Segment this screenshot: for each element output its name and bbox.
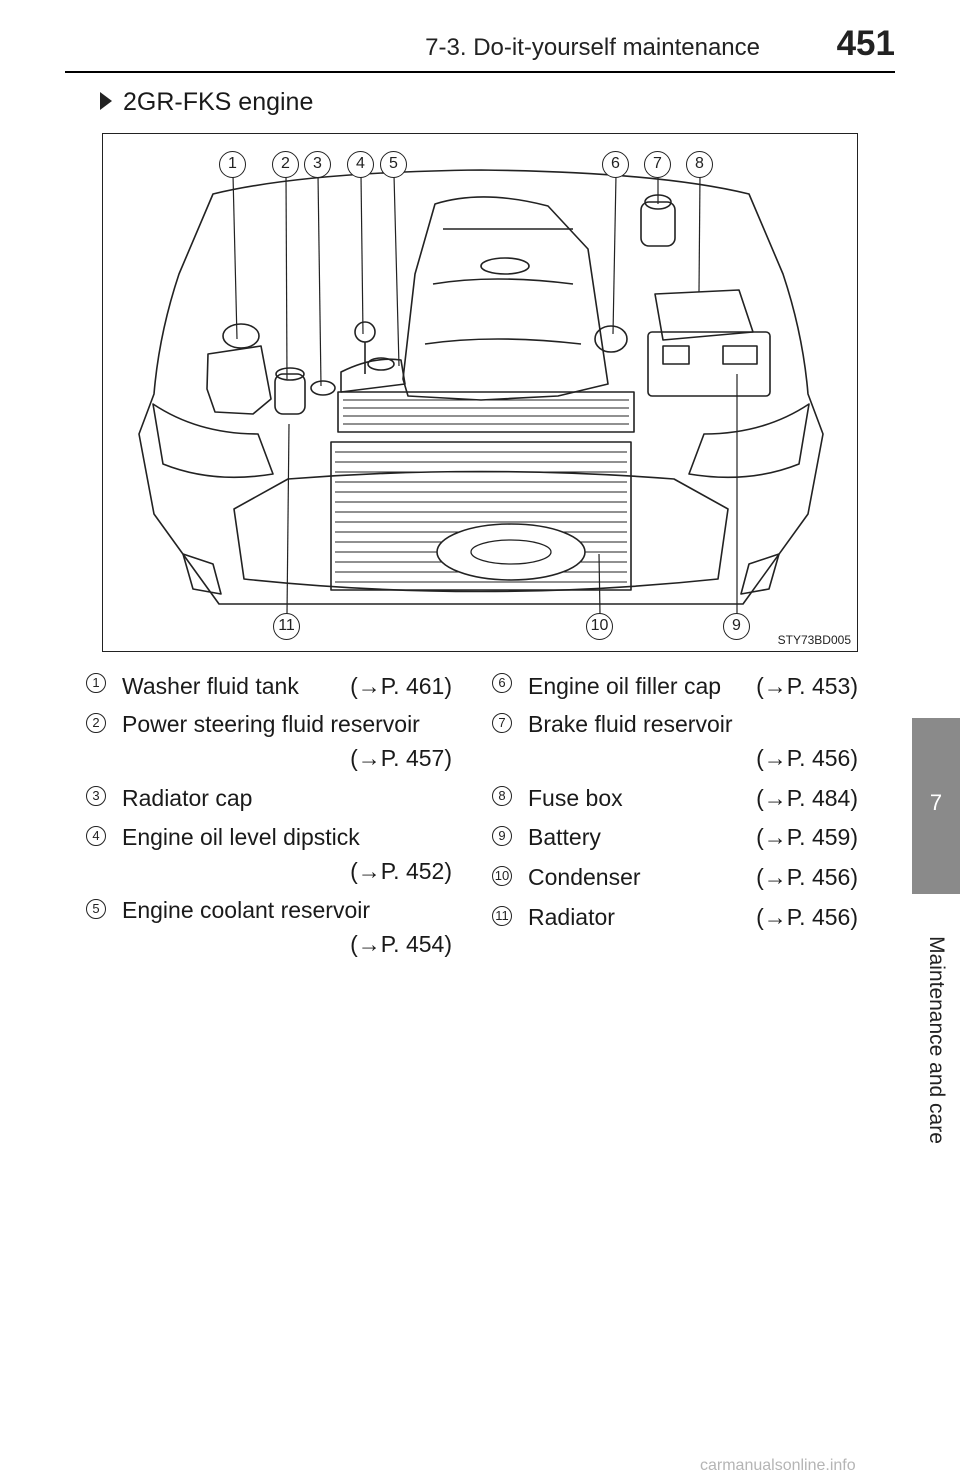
legend-ref-1: (→P. 461) <box>350 673 452 699</box>
legend-label-10: Condenser <box>528 864 641 890</box>
site-watermark: carmanualsonline.info <box>700 1457 856 1474</box>
legend-ref-6: (→P. 453) <box>756 673 858 699</box>
running-header: 7-3. Do-it-yourself maintenance <box>425 34 760 61</box>
legend-label-1: Washer fluid tank <box>122 673 299 699</box>
legend-num-7: 7 <box>492 713 512 733</box>
legend-ref-8: (→P. 484) <box>756 785 858 811</box>
legend-label-3: Radiator cap <box>122 785 253 811</box>
legend-label-11: Radiator <box>528 904 615 930</box>
legend-num-5: 5 <box>86 899 106 919</box>
legend-num-2: 2 <box>86 713 106 733</box>
legend-ref-10: (→P. 456) <box>756 864 858 890</box>
callout-8: 8 <box>686 151 713 178</box>
callout-5: 5 <box>380 151 407 178</box>
engine-illustration <box>138 169 824 615</box>
legend-num-8: 8 <box>492 786 512 806</box>
legend-label-7: Brake fluid reservoir <box>528 711 733 737</box>
callout-1: 1 <box>219 151 246 178</box>
section-title: 2GR-FKS engine <box>123 88 314 116</box>
legend-label-9: Battery <box>528 824 601 850</box>
legend-ref-4: (→P. 452) <box>350 858 452 884</box>
legend-ref-11: (→P. 456) <box>756 904 858 930</box>
chapter-title: Maintenance and care <box>925 936 948 1144</box>
callout-10: 10 <box>586 613 613 640</box>
legend-label-4: Engine oil level dipstick <box>122 824 360 850</box>
callout-7: 7 <box>644 151 671 178</box>
callout-4: 4 <box>347 151 374 178</box>
legend-num-4: 4 <box>86 826 106 846</box>
legend-label-6: Engine oil filler cap <box>528 673 722 699</box>
callout-11: 11 <box>273 613 300 640</box>
legend-label-2: Power steering fluid reservoir <box>122 711 420 737</box>
callout-3: 3 <box>304 151 331 178</box>
legend-ref-5: (→P. 454) <box>350 931 452 957</box>
legend-ref-7: (→P. 456) <box>756 745 858 771</box>
legend-num-6: 6 <box>492 673 512 693</box>
callout-9: 9 <box>723 613 750 640</box>
legend-label-5: Engine coolant reservoir <box>122 897 371 923</box>
callout-2: 2 <box>272 151 299 178</box>
header-rule <box>65 71 895 73</box>
engine-compartment-figure: 1 2 3 4 5 6 7 8 9 10 11 STY73BD005 <box>102 133 858 652</box>
figure-code: STY73BD005 <box>777 633 851 647</box>
chapter-number: 7 <box>929 790 943 815</box>
legend-label-8: Fuse box <box>528 785 623 811</box>
legend-num-11: 11 <box>492 906 512 926</box>
legend-ref-2: (→P. 457) <box>350 745 452 771</box>
legend-num-9: 9 <box>492 826 512 846</box>
triangle-bullet-icon <box>100 92 112 110</box>
legend-ref-9: (→P. 459) <box>756 824 858 850</box>
chapter-tab: 7 <box>912 718 960 894</box>
legend-num-10: 10 <box>492 866 512 886</box>
callout-6: 6 <box>602 151 629 178</box>
legend-num-1: 1 <box>86 673 106 693</box>
legend-num-3: 3 <box>86 786 106 806</box>
page-number: 451 <box>836 24 895 63</box>
